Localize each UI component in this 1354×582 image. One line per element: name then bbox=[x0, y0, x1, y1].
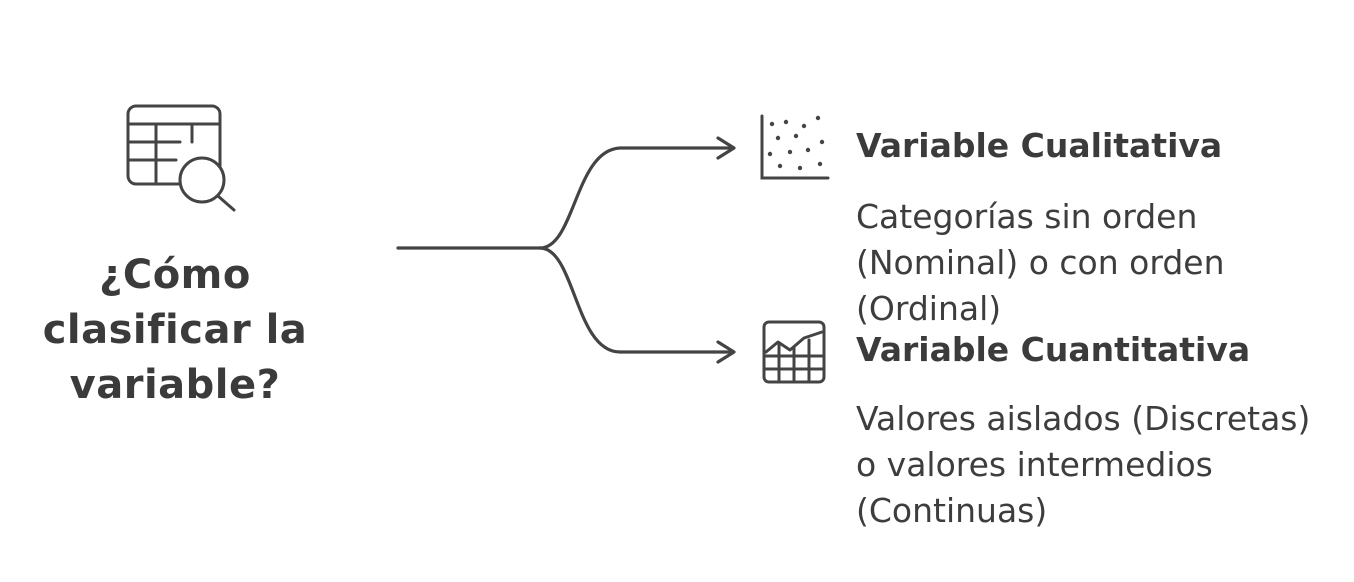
question-line-2: clasificar la bbox=[42, 307, 308, 353]
branch-line-top bbox=[538, 146, 734, 250]
arrowhead-bottom bbox=[716, 340, 736, 364]
root-question: ¿Cómo clasificar la variable? bbox=[10, 248, 340, 413]
table-search-icon bbox=[126, 104, 236, 212]
branch-title-cuantitativa: Variable Cuantitativa bbox=[856, 330, 1251, 369]
branch-line-bottom bbox=[538, 246, 734, 354]
arrowhead-top bbox=[716, 136, 736, 160]
branch-description-cualitativa: Categorías sin orden (Nominal) o con ord… bbox=[856, 197, 1225, 328]
grid-chart-icon bbox=[762, 320, 826, 384]
branch-description-cuantitativa: Valores aislados (Discretas) o valores i… bbox=[856, 399, 1311, 530]
question-line-1: ¿Cómo bbox=[99, 252, 251, 298]
scatter-plot-icon bbox=[760, 114, 830, 180]
branch-title-cualitativa: Variable Cualitativa bbox=[856, 126, 1223, 165]
question-line-3: variable? bbox=[69, 362, 281, 408]
